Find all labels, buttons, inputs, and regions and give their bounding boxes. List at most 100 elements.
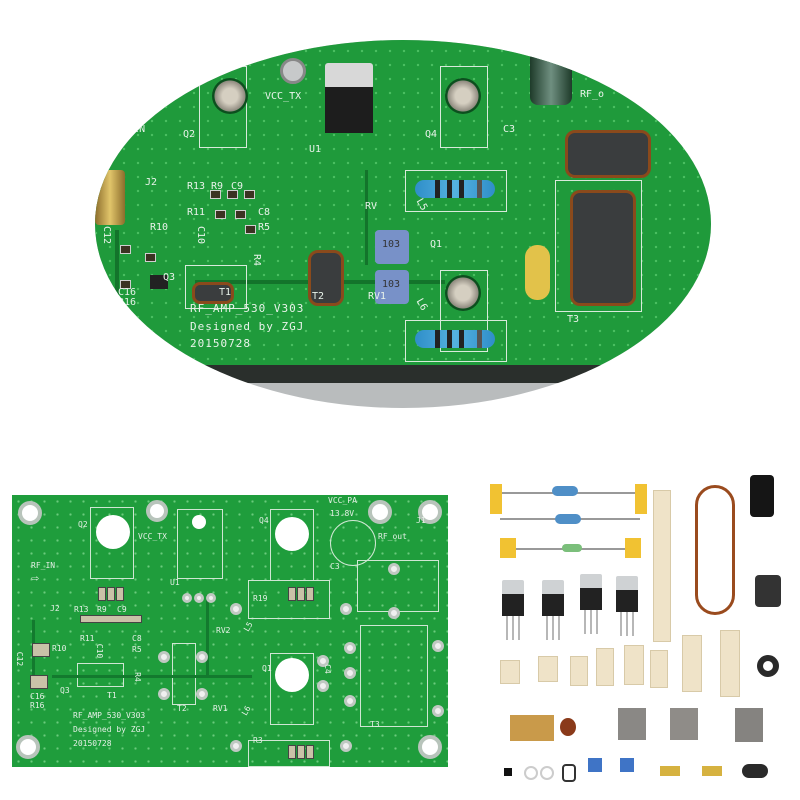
q4-mounting-hole: [275, 517, 309, 551]
label-t2: T2: [177, 704, 187, 713]
label-j2: J2: [145, 177, 158, 188]
to220-transistor: [502, 580, 524, 640]
label-rv2: RV2: [216, 626, 231, 635]
label-designer: Designed by ZGJ: [190, 320, 305, 333]
label-c12: C12: [15, 651, 25, 667]
t2-toroid: [308, 250, 344, 306]
label-r11: R11: [80, 634, 95, 643]
label-r16: R16: [118, 297, 137, 308]
label-designer: Designed by ZGJ: [73, 725, 146, 734]
label-q1: Q1: [262, 664, 272, 673]
u1-regulator: [325, 87, 373, 133]
label-date: 20150728: [73, 739, 112, 748]
label-u1: U1: [170, 578, 180, 587]
sma-connector: [660, 766, 680, 776]
smd-tape-cut: [570, 656, 588, 686]
label-r10: R10: [52, 644, 67, 653]
rv2-trimmer: 103: [375, 230, 409, 264]
mica-insulator: [735, 708, 763, 742]
smd-tape-cut: [624, 645, 644, 685]
arrow-right-icon: ⇨: [115, 139, 124, 155]
label-t1: T1: [219, 287, 232, 298]
label-c12: C12: [101, 225, 113, 245]
q4-screw: [445, 78, 481, 114]
label-rf-in: RF_IN: [115, 124, 146, 135]
label-c8: C8: [258, 207, 271, 218]
label-u1: U1: [309, 144, 322, 155]
label-r9: R9: [97, 605, 107, 614]
tape-strip: [635, 484, 647, 514]
board-edge-shadow: [95, 365, 711, 383]
label-j1: J1: [416, 516, 426, 525]
ceramic-capacitor: [560, 718, 576, 736]
label-r4: R4: [251, 253, 263, 267]
label-c3: C3: [503, 124, 516, 135]
label-vcc-tx: VCC_TX: [138, 532, 167, 541]
inductor: [562, 544, 582, 552]
washer: [540, 766, 554, 780]
label-r19: R19: [253, 594, 268, 603]
trimmer-potentiometer: [620, 758, 634, 772]
vcc-pa-pad: [368, 500, 392, 524]
label-rv2: RV: [365, 201, 378, 212]
tape-with-capacitor: [510, 715, 554, 741]
q1-outline: [440, 270, 488, 352]
electrolytic-capacitor: [750, 475, 774, 517]
smd-transistor: [504, 768, 512, 776]
label-rf-out: RF_o: [580, 89, 605, 100]
to220-regulator: [616, 576, 638, 636]
label-q2: Q2: [78, 520, 88, 529]
label-voltage: 13.8V: [330, 509, 355, 518]
vcc-tx-pad: [146, 500, 168, 522]
ferrite-core: [755, 575, 781, 607]
label-q1: Q1: [430, 239, 443, 250]
label-rv1: RV1: [213, 704, 228, 713]
label-c10: C10: [195, 225, 207, 245]
mounting-hole: [418, 500, 442, 524]
q4-outline: [440, 66, 488, 148]
label-r9: R9: [211, 181, 224, 192]
label-q3: Q3: [60, 686, 70, 695]
u1-tab: [325, 63, 373, 89]
rv1-trimmer: 103: [375, 270, 409, 304]
label-c4: C4: [322, 664, 332, 674]
label-t2: T2: [312, 291, 325, 302]
label-r10: R10: [150, 222, 169, 233]
label-t3: T3: [370, 720, 380, 729]
label-l5: L5: [242, 620, 255, 634]
resistor-outline: [405, 320, 507, 362]
label-q4: Q4: [425, 129, 438, 140]
label-c8: C8: [132, 634, 142, 643]
q3-transistor: [150, 275, 168, 289]
arrow-right-icon: ⇨: [31, 571, 39, 586]
label-r16: R16: [30, 701, 45, 710]
c3-electrolytic-capacitor: [530, 50, 572, 105]
smd-component-tape: [653, 490, 671, 642]
label-rv1: RV1: [368, 291, 387, 302]
assembled-board-photo: 103 103 RF_IN ⇨ Q2 VCC_TX U1 Q4 C3 RF_o …: [95, 40, 711, 408]
label-l6: L6: [240, 704, 253, 718]
resistor: [555, 514, 581, 524]
t3-outline: [555, 180, 642, 312]
q2-screw: [212, 78, 248, 114]
label-board-name: RF_AMP_530_V303: [73, 711, 146, 720]
label-date: 20150728: [190, 337, 251, 350]
ferrite-toroid: [757, 655, 779, 677]
q1-mounting-hole: [275, 658, 309, 692]
label-q3: Q3: [163, 272, 176, 283]
enameled-copper-wire: [695, 485, 735, 615]
resistor: [552, 486, 578, 496]
label-q4: Q4: [259, 516, 269, 525]
label-board-name: RF_AMP_530_V303: [190, 302, 305, 315]
label-r4: R4: [132, 672, 142, 682]
binocular-core: [562, 764, 576, 782]
label-r5: R5: [132, 645, 142, 654]
label-vcc-tx: VCC_TX: [265, 91, 302, 102]
label-c16: C16: [118, 287, 137, 298]
mounting-hole: [16, 735, 40, 759]
power-resistor: [415, 330, 495, 348]
binocular-ferrite: [742, 764, 768, 778]
u1-hole: [192, 515, 206, 529]
t1-outline: [185, 265, 247, 309]
label-rf-in: RF_IN: [31, 561, 56, 570]
